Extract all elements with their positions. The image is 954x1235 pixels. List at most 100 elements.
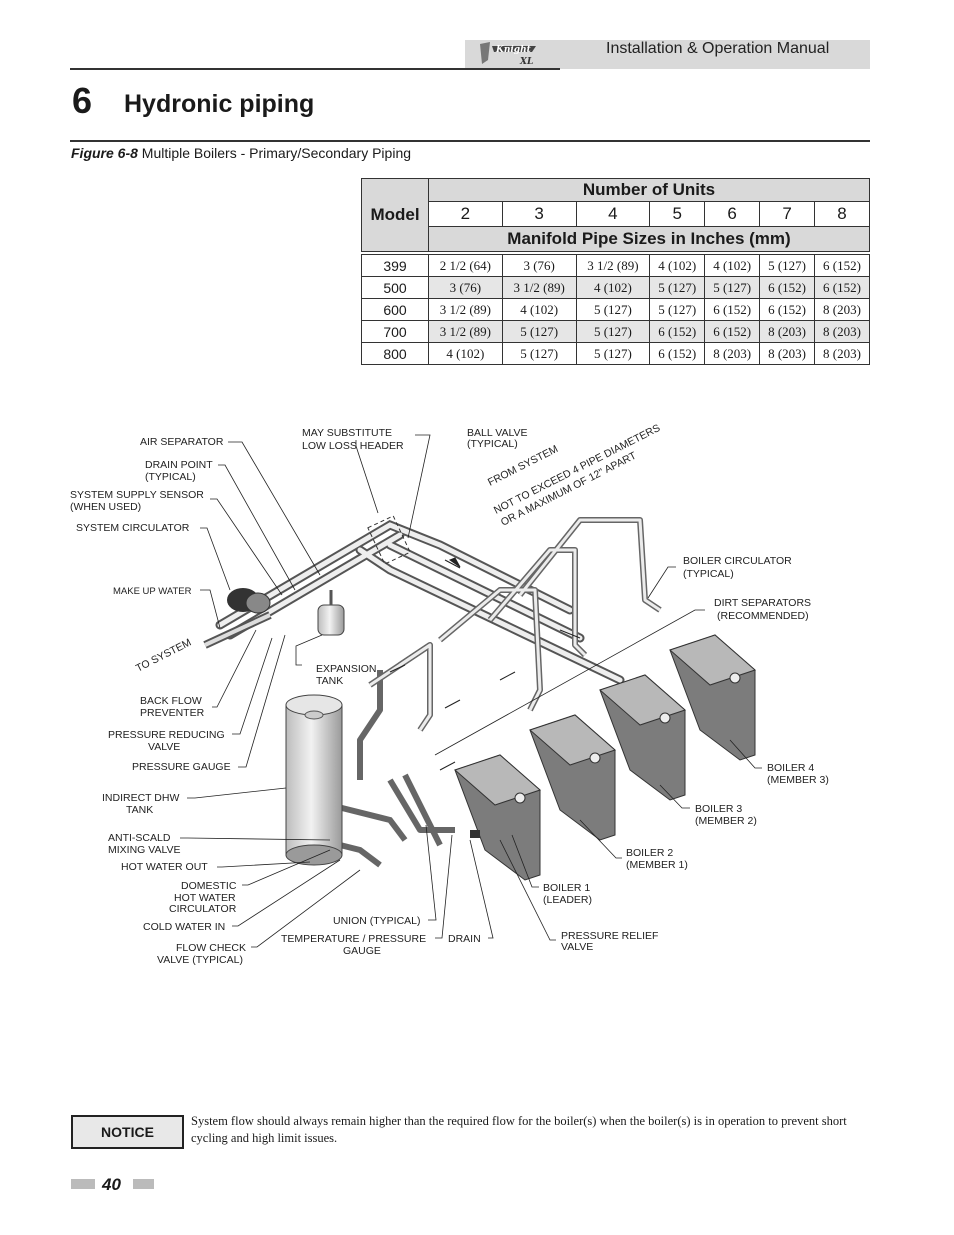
boiler-1 <box>454 754 541 881</box>
size-cell: 8 (203) <box>704 342 761 365</box>
figure-caption-text: Multiple Boilers - Primary/Secondary Pip… <box>141 145 412 161</box>
label-dirt-separators-sub: (RECOMMENDED) <box>717 610 809 622</box>
size-cell: 3 1/2 (89) <box>428 320 503 343</box>
label-boiler-2: BOILER 2 <box>626 847 673 859</box>
size-cell: 5 (127) <box>759 254 816 277</box>
figure-caption: Figure 6-8 Multiple Boilers - Primary/Se… <box>71 145 411 161</box>
size-cell: 3 1/2 (89) <box>501 276 577 299</box>
size-cell: 5 (127) <box>649 298 706 321</box>
label-system-circulator: SYSTEM CIRCULATOR <box>76 522 190 534</box>
size-cell: 6 (152) <box>649 342 706 365</box>
boiler-2 <box>529 714 616 841</box>
units-header: Number of Units <box>428 178 870 202</box>
header-band <box>465 40 870 69</box>
manual-title: Installation & Operation Manual <box>606 40 830 57</box>
label-back-flow-sub: PREVENTER <box>140 707 205 719</box>
leader-lines <box>180 434 762 948</box>
model-cell: 800 <box>361 342 429 365</box>
label-drain-point-sub: (TYPICAL) <box>145 471 196 483</box>
label-dirt-separators: DIRT SEPARATORS <box>714 597 811 609</box>
svg-text:Knight: Knight <box>495 45 532 55</box>
unit-count: 6 <box>704 201 761 227</box>
label-boiler-3: BOILER 3 <box>695 803 742 815</box>
size-cell: 8 (203) <box>759 342 816 365</box>
label-hot-water: HOT WATER <box>174 892 236 904</box>
label-may-substitute: MAY SUBSTITUTE <box>302 427 392 439</box>
header-rule <box>70 68 560 70</box>
label-boiler-2-sub: (MEMBER 1) <box>626 859 688 871</box>
label-domestic: DOMESTIC <box>181 880 237 892</box>
size-cell: 5 (127) <box>501 320 577 343</box>
size-cell: 6 (152) <box>704 320 761 343</box>
unit-count: 7 <box>759 201 816 227</box>
table-row: 700 3 1/2 (89) 5 (127) 5 (127) 6 (152) 6… <box>361 320 870 343</box>
size-cell: 2 1/2 (64) <box>428 254 503 277</box>
unit-count: 3 <box>501 201 577 227</box>
size-cell: 5 (127) <box>704 276 761 299</box>
size-cell: 3 (76) <box>428 276 503 299</box>
label-hot-water-out: HOT WATER OUT <box>121 861 208 873</box>
label-anti-scald: ANTI-SCALD <box>108 832 171 844</box>
system-circulator <box>227 588 271 614</box>
unit-count: 2 <box>428 201 503 227</box>
chapter-number: 6 <box>72 80 93 121</box>
size-cell: 5 (127) <box>575 320 651 343</box>
size-cell: 3 1/2 (89) <box>428 298 503 321</box>
unit-count: 8 <box>814 201 870 227</box>
size-cell: 5 (127) <box>649 276 706 299</box>
page-number: 40 <box>102 1175 121 1194</box>
size-cell: 8 (203) <box>814 320 870 343</box>
model-cell: 600 <box>361 298 429 321</box>
size-cell: 6 (152) <box>649 320 706 343</box>
size-cell: 6 (152) <box>814 276 870 299</box>
indirect-dhw-tank <box>285 694 343 866</box>
size-cell: 6 (152) <box>704 298 761 321</box>
label-temp-pressure-sub: GAUGE <box>343 945 381 957</box>
figure-label: Figure 6-8 <box>71 145 138 161</box>
model-cell: 399 <box>361 254 429 277</box>
model-cell: 500 <box>361 276 429 299</box>
title-rule <box>70 140 870 142</box>
size-cell: 5 (127) <box>501 342 577 365</box>
size-cell: 4 (102) <box>704 254 761 277</box>
label-to-system: TO SYSTEM <box>134 637 193 675</box>
notice-badge: NOTICE <box>71 1115 184 1149</box>
label-supply-sensor-sub: (WHEN USED) <box>70 501 141 513</box>
label-mixing-valve: MIXING VALVE <box>108 844 181 856</box>
size-cell: 4 (102) <box>575 276 651 299</box>
size-cell: 4 (102) <box>428 342 503 365</box>
piping-diagram: AIR SEPARATOR DRAIN POINT (TYPICAL) SYST… <box>70 422 829 966</box>
label-boiler-3-sub: (MEMBER 2) <box>695 815 757 827</box>
table-row: 500 3 (76) 3 1/2 (89) 4 (102) 5 (127) 5 … <box>361 276 870 299</box>
label-boiler-4: BOILER 4 <box>767 762 814 774</box>
size-cell: 6 (152) <box>814 254 870 277</box>
label-pressure-reducing-sub: VALVE <box>148 741 180 753</box>
label-indirect-dhw: INDIRECT DHW <box>102 792 179 804</box>
label-pressure-gauge: PRESSURE GAUGE <box>132 761 231 773</box>
label-flow-check: FLOW CHECK <box>176 942 246 954</box>
unit-count: 5 <box>649 201 706 227</box>
label-low-loss-header: LOW LOSS HEADER <box>302 440 404 452</box>
label-pressure-relief-sub: VALVE <box>561 941 593 953</box>
size-cell: 4 (102) <box>649 254 706 277</box>
size-cell: 3 (76) <box>501 254 577 277</box>
label-ball-valve: BALL VALVE <box>467 427 528 439</box>
label-ball-valve-sub: (TYPICAL) <box>467 438 518 450</box>
notice-text: System flow should always remain higher … <box>191 1114 847 1145</box>
boiler-4 <box>669 634 756 761</box>
size-cell: 8 (203) <box>814 298 870 321</box>
size-cell: 8 (203) <box>759 320 816 343</box>
label-air-separator: AIR SEPARATOR <box>140 436 224 448</box>
size-cell: 3 1/2 (89) <box>575 254 651 277</box>
label-drain: DRAIN <box>448 933 481 945</box>
label-indirect-dhw-sub: TANK <box>126 804 153 816</box>
page-number-bar-right <box>133 1179 154 1189</box>
label-boiler-circulator-sub: (TYPICAL) <box>683 568 734 580</box>
label-cold-water-in: COLD WATER IN <box>143 921 225 933</box>
table-row: 800 4 (102) 5 (127) 5 (127) 6 (152) 8 (2… <box>361 342 870 365</box>
size-cell: 5 (127) <box>575 298 651 321</box>
label-back-flow: BACK FLOW <box>140 695 202 707</box>
size-cell: 6 (152) <box>759 276 816 299</box>
size-cell: 8 (203) <box>814 342 870 365</box>
label-circulator: CIRCULATOR <box>169 903 237 915</box>
